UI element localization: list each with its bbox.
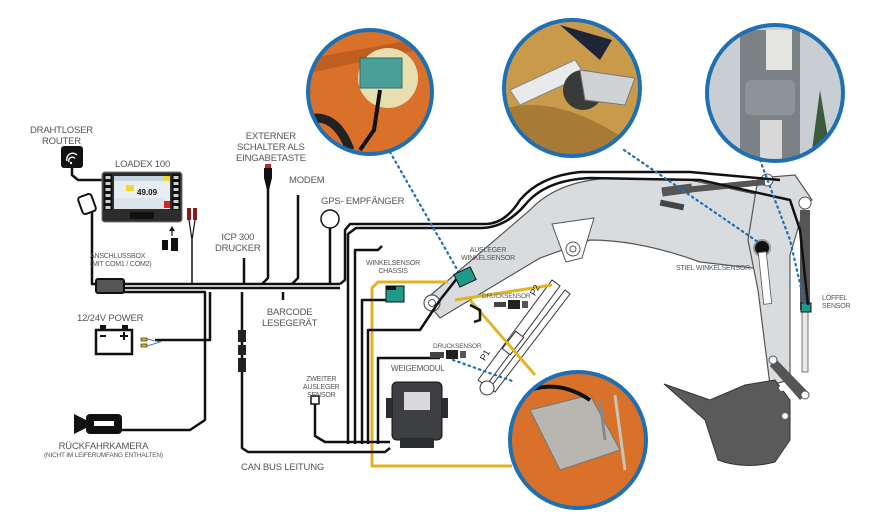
label-bucket-sensor-line1: LÖFFEL (822, 295, 848, 302)
stick (747, 174, 813, 386)
pressure-sensor-bottom-icon (430, 350, 466, 359)
photo-boom-angle-sensor (306, 28, 434, 156)
label-external-switch-line1: EXTERNER (245, 131, 296, 142)
label-junction-box: ANSCHLUSSBOX (MIT COM1 / COM2) (90, 253, 152, 269)
label-weigh-module: WEIGEMODUL (391, 364, 445, 373)
rca-connector-icon (187, 208, 197, 284)
photo-pressure-sensors (508, 370, 648, 510)
label-camera: RÜCKFAHRKAMERA (NICHT IM LEIFERUMFANG EN… (44, 441, 163, 459)
label-printer-line1: ICP 300 (221, 232, 255, 243)
label-router: DRAHTLOSER ROUTER (30, 125, 93, 147)
bucket (663, 379, 791, 466)
rear-camera-icon (74, 414, 122, 434)
label-pressure-sensor-bottom: DRUCKSENSOR (433, 343, 482, 350)
cables (70, 160, 810, 454)
label-external-switch-line2: SCHALTER ALS (237, 142, 305, 153)
label-second-boom-sensor-line3: SENSOR (307, 392, 336, 399)
label-camera-line2: (NICHT IM LEIFERUMFANG ENTHALTEN) (44, 452, 163, 459)
label-external-switch-line3: EINGABETASTE (236, 153, 306, 164)
label-second-boom-sensor: ZWEITER AUSLEGER SENSOR (303, 376, 340, 400)
wireless-router-icon (61, 146, 83, 168)
photo-bucket-sensor (705, 23, 845, 163)
boom-angle-sensor-icon (453, 266, 477, 288)
label-printer: ICP 300 DRUCKER (215, 232, 261, 254)
weigh-module-icon (386, 381, 448, 448)
boom-cylinder (477, 279, 571, 396)
label-modem: MODEM (289, 175, 325, 186)
external-switch-icon[interactable] (264, 164, 272, 190)
label-barcode: BARCODE LESEGERÄT (262, 307, 317, 329)
label-router-line1: DRAHTLOSER (30, 125, 93, 136)
bucket-sensor-icon (800, 302, 812, 313)
label-bucket-sensor-line2: SENSOR (822, 303, 851, 310)
label-boom-angle-sensor: AUSLEGER WINKELSENSOR (461, 247, 515, 263)
chassis-angle-sensor-icon (385, 285, 405, 303)
usb-stick-icon (162, 226, 178, 251)
label-power: 12/24V POWER (77, 313, 144, 324)
label-boom-angle-sensor-line1: AUSLEGER (469, 247, 507, 254)
stick-cable-connector-icon (659, 199, 685, 211)
label-chassis-angle-sensor-line2: CHASSIS (378, 268, 408, 275)
label-junction-box-line2: (MIT COM1 / COM2) (90, 261, 152, 268)
loadex-100-terminal[interactable]: 49.09 (101, 171, 183, 223)
label-second-boom-sensor-line1: ZWEITER (306, 376, 337, 383)
photo-links (388, 148, 807, 384)
photo-stick-angle-sensor (502, 18, 642, 158)
excavator-arm (423, 173, 813, 466)
junction-box (95, 278, 125, 294)
label-chassis-angle-sensor: WINKELSENSOR CHASSIS (366, 260, 420, 276)
second-boom-sensor-icon (310, 395, 320, 405)
label-loadex: LOADEX 100 (115, 159, 171, 170)
label-printer-line2: DRUCKER (215, 243, 261, 254)
label-can-bus: CAN BUS LEITUNG (241, 462, 325, 473)
label-router-line2: ROUTER (42, 136, 81, 147)
loadex-screen-value: 49.09 (137, 188, 158, 197)
pressure-sensor-top-icon (494, 300, 528, 309)
battery-icon (94, 325, 162, 356)
label-camera-line1: RÜCKFAHRKAMERA (58, 441, 149, 452)
label-external-switch: EXTERNER SCHALTER ALS EINGABETASTE (236, 131, 306, 164)
gps-receiver-icon (320, 209, 340, 229)
label-bucket-sensor: LÖFFEL SENSOR (822, 295, 851, 311)
label-junction-box-line1: ANSCHLUSSBOX (90, 253, 146, 260)
can-bus-connector-icon (238, 330, 246, 372)
label-stick-angle-sensor: STIEL WINKELSENSOR (676, 265, 750, 272)
label-pressure-sensor-top: DRUCKSENSOR (482, 293, 531, 300)
com-connector-icon (77, 192, 97, 216)
label-gps: GPS- EMPFÄNGER (321, 196, 405, 207)
label-barcode-line1: BARCODE (266, 307, 313, 318)
label-barcode-line2: LESEGERÄT (262, 318, 318, 329)
label-boom-angle-sensor-line2: WINKELSENSOR (461, 255, 515, 262)
label-second-boom-sensor-line2: AUSLEGER (303, 384, 340, 391)
label-chassis-angle-sensor-line1: WINKELSENSOR (366, 260, 420, 267)
